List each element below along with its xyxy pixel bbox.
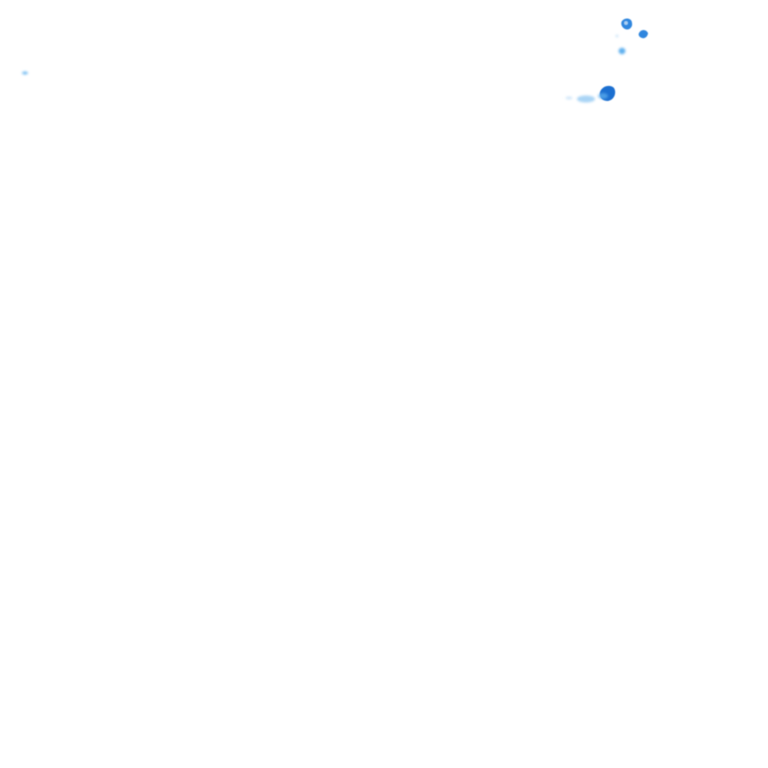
- radar-cell-top-c: [618, 47, 626, 55]
- radar-cell-top-speck: [615, 35, 619, 37]
- radar-cell-trail-faint: [565, 96, 573, 100]
- radar-cell-trail-light: [577, 95, 595, 103]
- radar-cell-top-a-core: [624, 21, 628, 25]
- radar-cell-heavy-fringe: [598, 93, 608, 99]
- radar-cell-top-b: [638, 30, 648, 39]
- radar-cell-far-left: [22, 71, 28, 75]
